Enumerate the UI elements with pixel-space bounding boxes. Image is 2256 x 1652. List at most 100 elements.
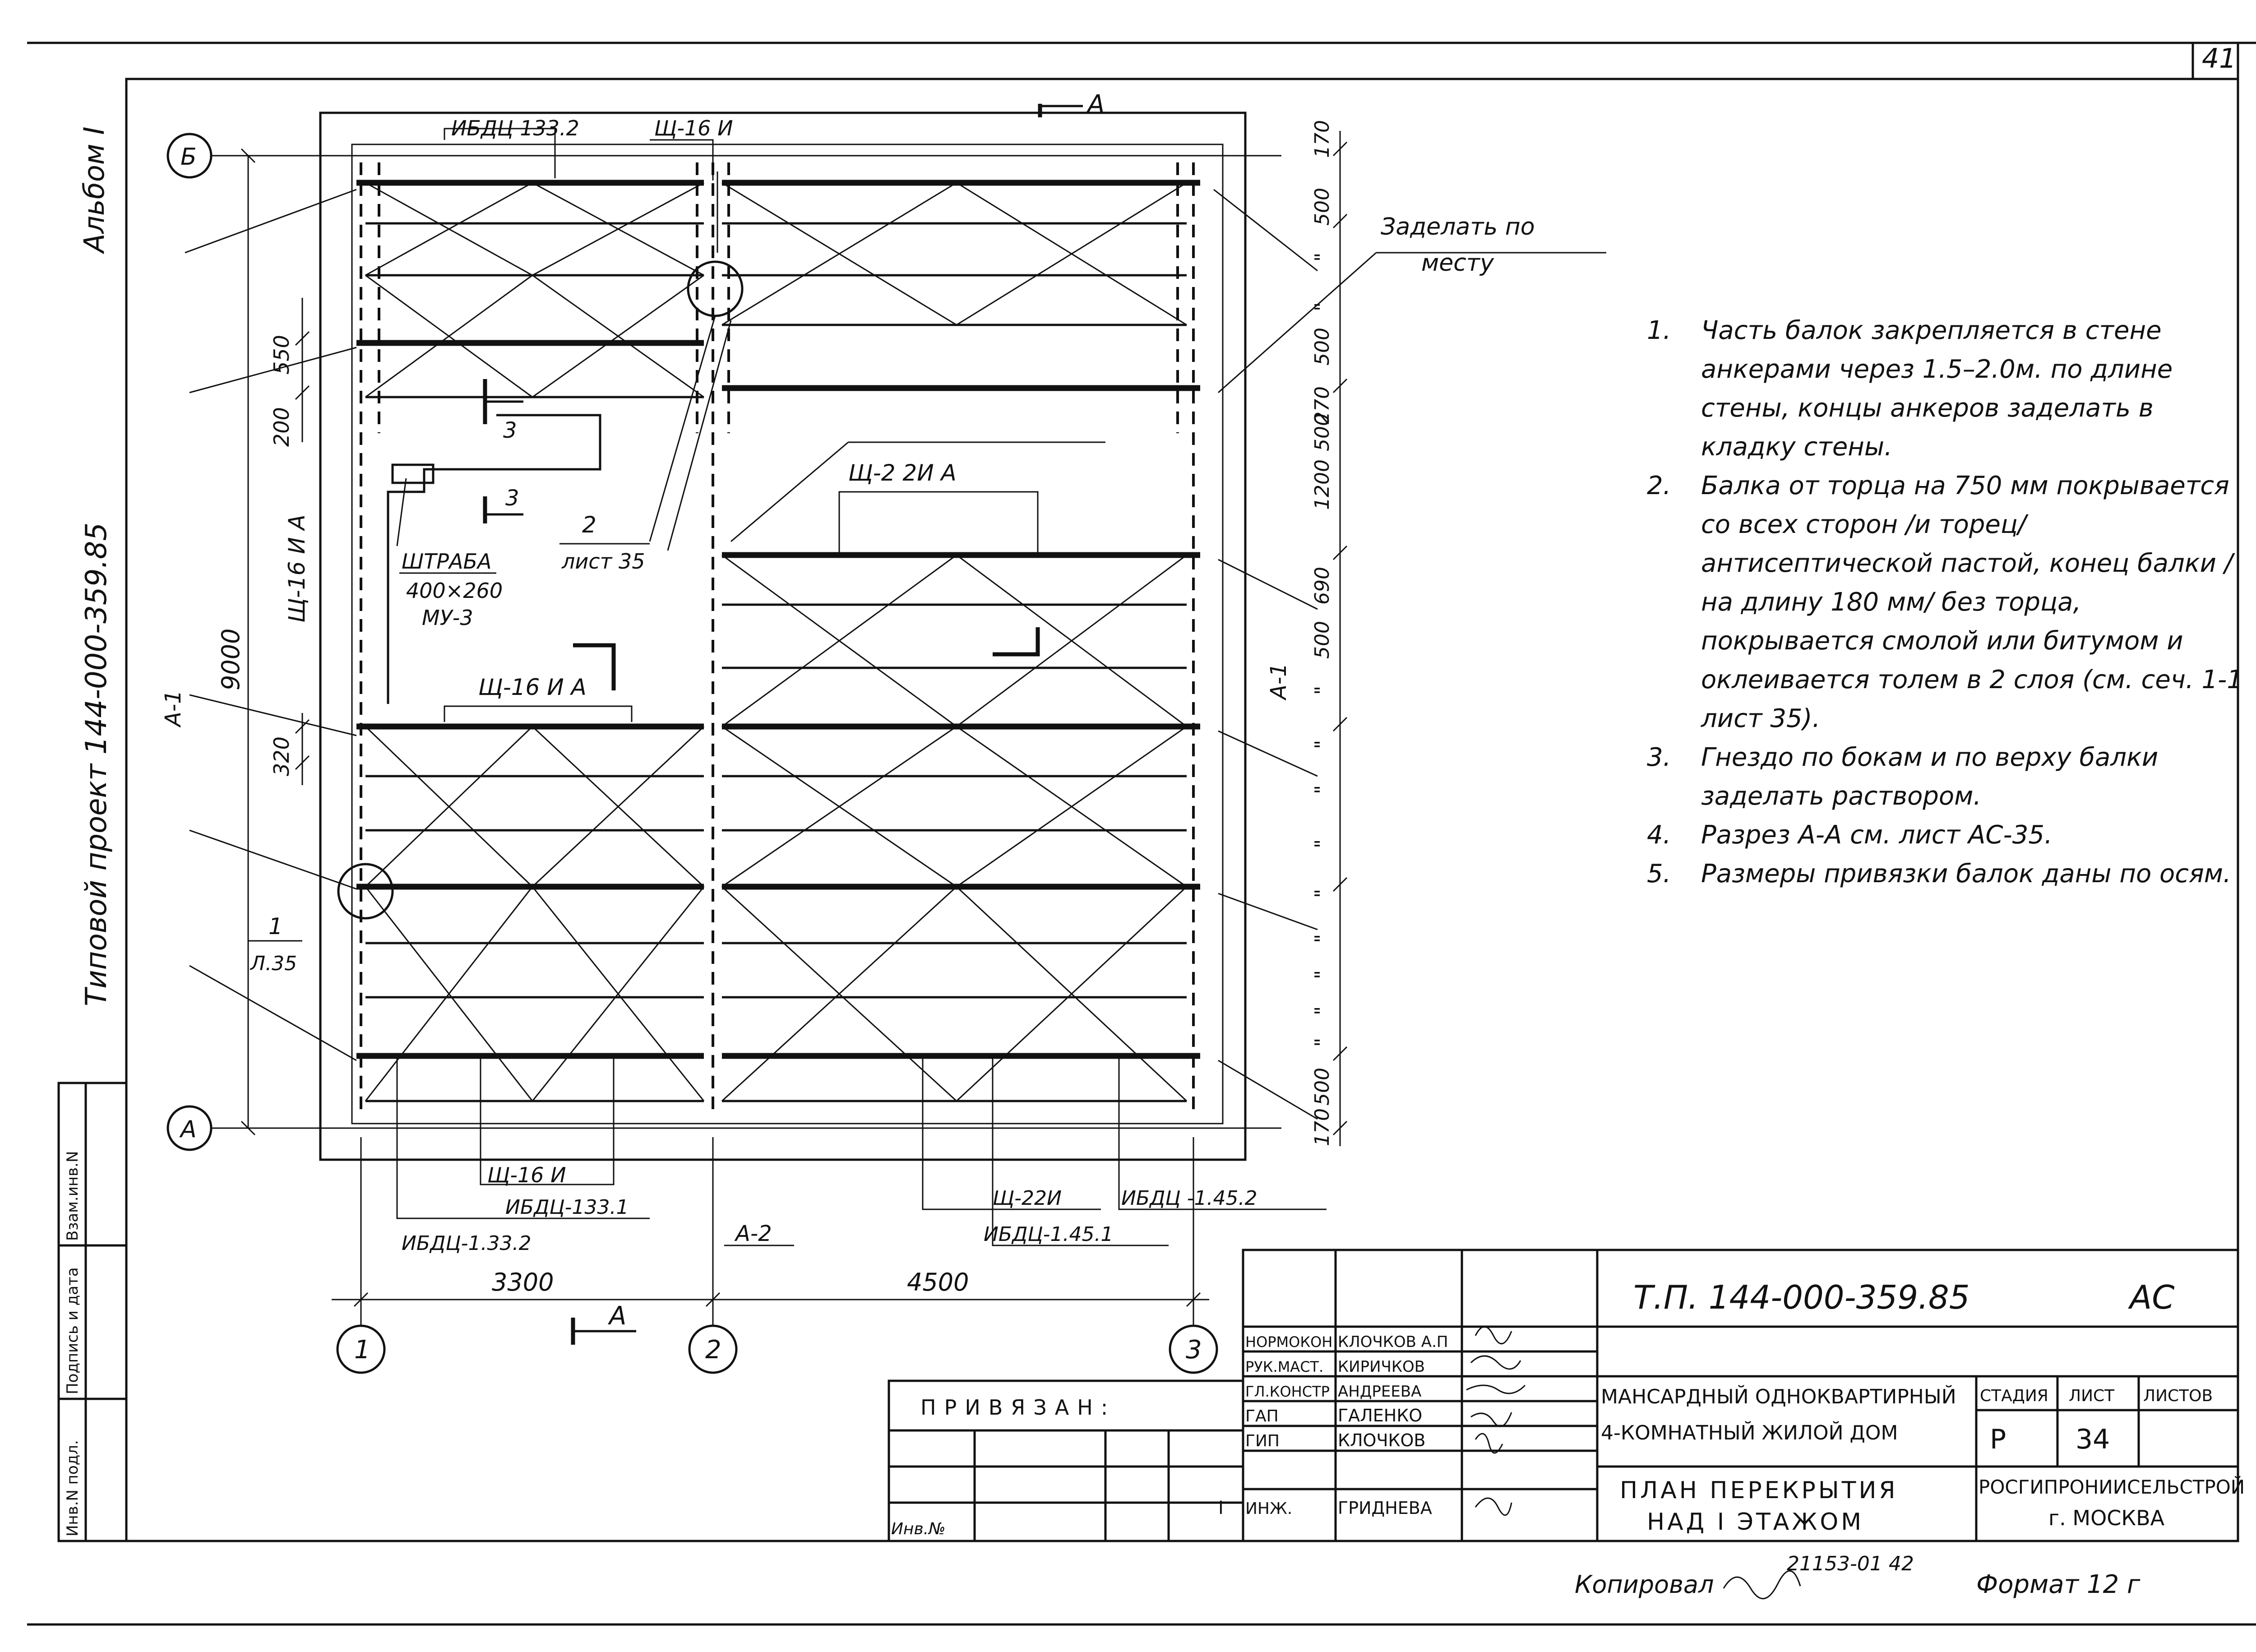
note-item: 1. Часть балок закрепляется в стене анкер… (1647, 311, 2256, 467)
axis-1: 1 (354, 1335, 370, 1365)
dim-chain-value: 500 (1311, 413, 1334, 451)
name-klochkov: КЛОЧКОВ (1338, 1430, 1425, 1450)
stamp-inv-podl: Инв.N подл. (64, 1440, 82, 1536)
dim-4500: 4500 (907, 1268, 969, 1296)
dim-chain-value: " (1311, 934, 1334, 943)
dim-chain-value: 170 (1311, 120, 1334, 158)
dim-200: 200 (269, 407, 294, 447)
note-item: 2. Балка от торца на 750 мм покрывается с… (1647, 467, 2256, 738)
dim-chain-value: " (1311, 253, 1334, 262)
dim-chain-value: " (1311, 1038, 1334, 1047)
doc-code: Т.П. 144-000-359.85 (1633, 1278, 1970, 1316)
note-text: Балка от торца на 750 мм покрывается со … (1701, 471, 2243, 733)
dim-9000: 9000 (217, 629, 245, 690)
dim-chain-value: 500 (1311, 328, 1334, 366)
note-number: 5. (1647, 859, 1671, 888)
name-galenko: ГАЛЕНКО (1338, 1406, 1422, 1425)
project-label: Типовой проект 144-000-359.85 (80, 523, 113, 1006)
axis-bubbles (166, 133, 1218, 1374)
note-text: Разрез А-А см. лист АС-35. (1701, 820, 2053, 850)
stamp-vzam: Взам.инв.N (64, 1151, 82, 1241)
org-name: РОСГИПРОНИИСЕЛЬСТРОЙ (1979, 1476, 2245, 1498)
label-a1-left: А-1 (161, 690, 186, 728)
dim-chain-value: 500 (1311, 1068, 1334, 1106)
axis-3: 3 (1186, 1335, 1202, 1365)
title-block-grid (888, 1249, 2239, 1542)
name-klochkov-ap: КЛОЧКОВ А.П (1338, 1333, 1448, 1351)
label-shch-22i: Щ-22И (993, 1187, 1062, 1210)
label-ibdc-1-45-2: ИБДЦ -1.45.2 (1121, 1187, 1257, 1210)
dim-chain-value: 500 (1311, 188, 1334, 226)
object-name-2: 4-КОМНАТНЫЙ ЖИЛОЙ ДОМ (1601, 1421, 1898, 1444)
dimension-lines (240, 131, 1348, 1307)
dim-chain-value: 170 (1311, 1108, 1334, 1146)
note-text: Гнездо по бокам и по верху балки заделат… (1701, 743, 2159, 811)
label-shch-16ia-mid: Щ-16 И А (478, 674, 587, 700)
label-shch-16i-top: Щ-16 И (654, 116, 733, 140)
role-ruk-mast: РУК.МАСТ. (1245, 1358, 1323, 1375)
section-a-bottom: А (608, 1301, 626, 1331)
inv-no-label: Инв.№ (891, 1520, 946, 1538)
role-gip: ГИП (1245, 1432, 1280, 1450)
note-number: 4. (1647, 820, 1671, 850)
label-shtraba-mark: МУ-3 (422, 606, 473, 630)
page-number: 41 (2202, 43, 2236, 74)
note-item: 5. Размеры привязки балок даны по осям. (1647, 855, 2256, 893)
dim-chain-value: 1200 (1311, 459, 1334, 510)
leader-lines (185, 128, 1606, 1246)
role-normokon: НОРМОКОН (1245, 1333, 1332, 1351)
label-a1-right: А-1 (1266, 663, 1291, 701)
note-number: 1. (1647, 316, 1671, 345)
plan-outline (319, 111, 1247, 1161)
dim-320: 320 (269, 736, 294, 776)
copyist-signature (1723, 1570, 1801, 1600)
label-ibdc-1-45-1: ИБДЦ-1.45.1 (984, 1223, 1113, 1246)
dim-chain-value: " (1311, 1006, 1334, 1015)
label-ibdc-1-33-2: ИБДЦ-1.33.2 (402, 1232, 531, 1255)
axis-a: А (179, 1116, 197, 1143)
drawing-title-2: НАД I ЭТАЖОМ (1647, 1509, 1864, 1536)
name-gridneva: ГРИДНЕВА (1338, 1498, 1432, 1518)
note-number: 2. (1647, 471, 1671, 500)
name-kirichkov: КИРИЧКОВ (1338, 1358, 1425, 1376)
label-shch-16ia-vertical: Щ-16 И А (284, 514, 310, 623)
label-zadelat-2: месту (1421, 250, 1494, 277)
stamp-podpis: Подпись и дата (64, 1267, 82, 1394)
beam-lines (356, 180, 1200, 1059)
label-shtraba-size: 400×260 (406, 578, 503, 603)
note-item: 4. Разрез А-А см. лист АС-35. (1647, 816, 2256, 855)
label-shtraba: ШТРАБА (402, 549, 492, 574)
general-notes: 1. Часть балок закрепляется в стене анкер… (1647, 311, 2256, 893)
label-ibdc-133-1: ИБДЦ-133.1 (505, 1196, 629, 1219)
dim-chain-value: " (1311, 970, 1334, 979)
dim-chain-value: " (1311, 839, 1334, 848)
note-text: Часть балок закрепляется в стене анкерам… (1701, 316, 2173, 462)
label-ibdc-133-2: ИБДЦ 133.2 (451, 116, 579, 140)
signatures (1466, 1326, 1526, 1516)
section-a-top: А (1086, 90, 1105, 119)
shtraba-opening (387, 414, 1040, 704)
right-dimension-chain: 170 500 " " 500 270 500 1200 690 500 " "… (1311, 120, 1334, 1146)
axis-grid (244, 155, 1281, 1309)
dim-chain-value: 500 (1311, 621, 1334, 659)
sheet-header: ЛИСТ (2069, 1387, 2115, 1405)
sheets-header: ЛИСТОВ (2143, 1387, 2213, 1405)
note-text: Размеры привязки балок даны по осям. (1701, 859, 2231, 888)
axis-2: 2 (705, 1335, 721, 1365)
dim-chain-value: " (1311, 686, 1334, 695)
dim-chain-value: " (1311, 785, 1334, 794)
format-label: Формат 12 г (1976, 1570, 2140, 1599)
order-number: 21153-01 42 (1787, 1552, 1914, 1575)
stage-header: СТАДИЯ (1980, 1387, 2048, 1405)
detail-2-sheet: лист 35 (561, 549, 645, 574)
left-stamp (57, 1082, 128, 1542)
detail-1-sheet: Л.35 (250, 952, 297, 975)
doc-mark: АС (2128, 1278, 2175, 1316)
dim-550: 550 (269, 335, 294, 375)
drawing-title-1: ПЛАН ПЕРЕКРЫТИЯ (1620, 1477, 1898, 1504)
shield-bracing (365, 182, 1188, 1102)
detail-1-number: 1 (268, 913, 283, 939)
role-gap: ГАП (1245, 1407, 1279, 1425)
dim-chain-value: " (1311, 740, 1334, 749)
stage-value: Р (1990, 1424, 2006, 1455)
